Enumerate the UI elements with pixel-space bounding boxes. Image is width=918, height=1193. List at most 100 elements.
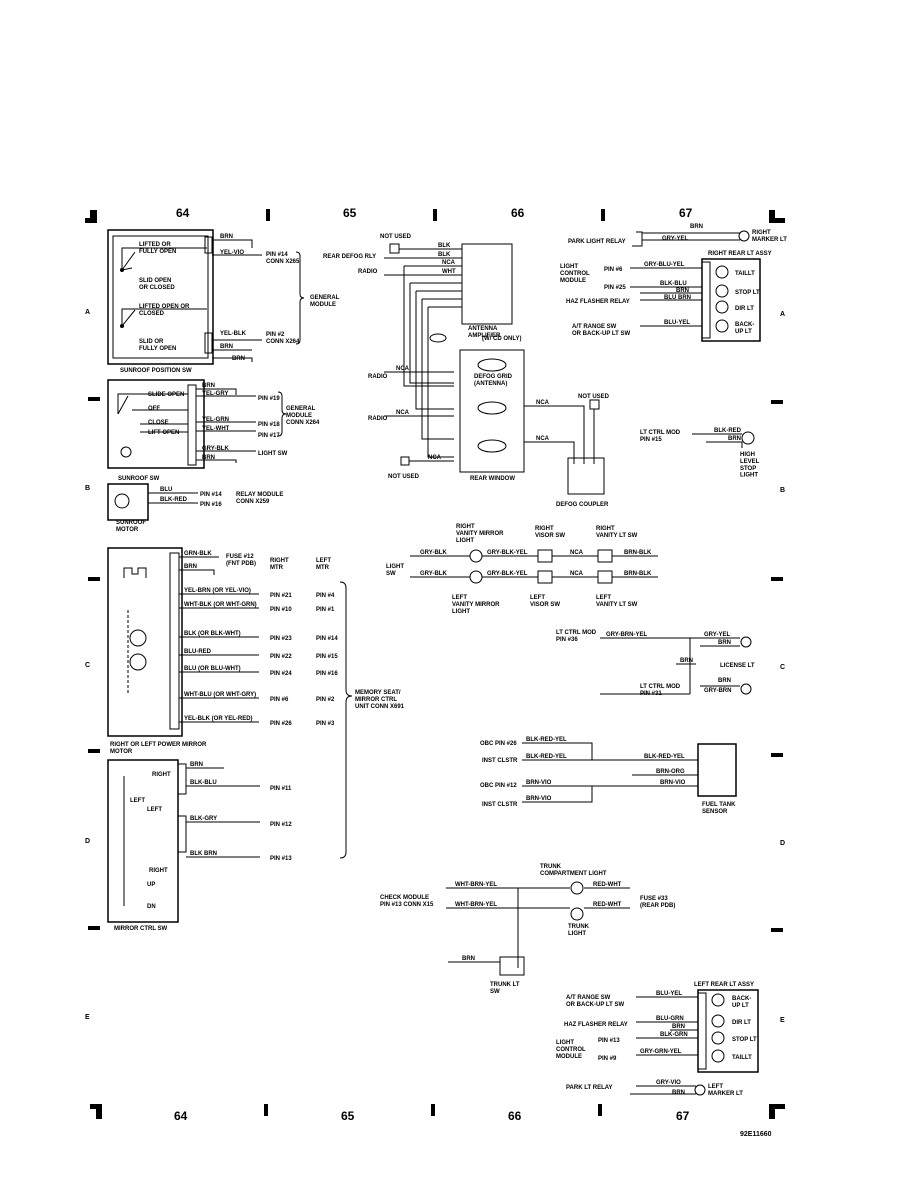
wire-wht: WHT bbox=[442, 269, 456, 275]
haz-flasher-relay-label: HAZ FLASHER RELAY bbox=[564, 1022, 628, 1028]
mirror-motor-box bbox=[107, 547, 183, 737]
obc-pin-12: OBC PIN #12 bbox=[480, 783, 517, 789]
corner-mark-bottom-right bbox=[769, 1104, 785, 1119]
stoplt-lamp bbox=[711, 1031, 725, 1045]
stoplt-label: STOP LT bbox=[735, 290, 760, 296]
wire-nca-5: NCA bbox=[536, 400, 550, 406]
wire-gry-blk-yel-2: GRY-BLK-YEL bbox=[487, 571, 528, 577]
trunk-lamp bbox=[570, 907, 584, 921]
left-vanity-lamp bbox=[469, 570, 483, 584]
wire-4: BLU-RED bbox=[184, 649, 212, 655]
wire-brn-vio: BRN-VIO bbox=[526, 780, 552, 786]
wire-brn-3: BRN bbox=[718, 678, 731, 684]
label-dn: DN bbox=[147, 904, 156, 910]
defog-coupler-box bbox=[567, 457, 605, 495]
col-tick-bottom-1 bbox=[264, 1104, 268, 1116]
label-right-2: RIGHT bbox=[149, 868, 168, 874]
switch-pivot bbox=[120, 324, 124, 328]
connector-block bbox=[177, 815, 187, 853]
grid-element bbox=[477, 401, 507, 415]
left-pin-3: PIN #3 bbox=[316, 721, 335, 727]
wires bbox=[123, 767, 260, 906]
right-pin-22: PIN #22 bbox=[270, 654, 292, 660]
brace bbox=[295, 251, 305, 345]
taillt-lamp bbox=[715, 265, 729, 279]
wires bbox=[410, 555, 658, 578]
wires bbox=[632, 231, 740, 247]
dirlt-label: DIR LT bbox=[732, 1020, 751, 1026]
row-label-c-left: C bbox=[85, 662, 90, 669]
wire-yel-gry: YEL-GRY bbox=[202, 391, 228, 397]
inst-clstr: INST CLSTR bbox=[482, 758, 518, 764]
backup-lamp bbox=[715, 319, 729, 333]
wire-brn: BRN bbox=[728, 436, 741, 442]
right-visor-switch bbox=[537, 549, 553, 563]
connector-block bbox=[169, 552, 180, 730]
wire-6: WHT-BLU (OR WHT-GRY) bbox=[184, 692, 256, 698]
col-label-64-top: 64 bbox=[176, 206, 190, 220]
right-vanity-lamp bbox=[469, 549, 483, 563]
connector-block bbox=[701, 261, 711, 339]
label-lift-open: LIFT OPEN bbox=[148, 430, 179, 436]
wire-blu-grn: BLU-GRN bbox=[656, 1016, 684, 1022]
defog-coupler-label: DEFOG COUPLER bbox=[556, 502, 609, 508]
wire-blk-red-yel-3: BLK-RED-YEL bbox=[644, 754, 685, 760]
mirror-motor-icon bbox=[129, 629, 147, 647]
wire-yel-vio: YEL-VIO bbox=[220, 250, 244, 256]
backup-label: BACK-UP LT bbox=[732, 996, 751, 1009]
park-lt-relay-label: PARK LT RELAY bbox=[566, 1085, 613, 1091]
haz-flasher-relay-label: HAZ FLASHER RELAY bbox=[566, 299, 630, 305]
row-label-b-left: B bbox=[85, 485, 90, 492]
wire-brn: BRN bbox=[220, 234, 233, 240]
left-visor-switch bbox=[537, 570, 553, 584]
wire-brn: BRN bbox=[672, 1024, 685, 1030]
col-tick-bottom-2 bbox=[431, 1104, 435, 1116]
grid-element bbox=[477, 358, 507, 372]
antenna-amplifier-box bbox=[461, 243, 513, 325]
not-used-label: NOT USED bbox=[380, 234, 412, 240]
wires bbox=[148, 492, 198, 504]
wire-gry-yel: GRY-YEL bbox=[662, 236, 688, 242]
left-vanity-lt-switch bbox=[597, 570, 613, 584]
grid-element bbox=[477, 439, 507, 453]
sunroof-switch: SLIDE OPEN OFF CLOSE LIFT OPEN SUNROOF S… bbox=[107, 379, 320, 482]
wires bbox=[196, 388, 256, 463]
wire-gry-blu-yel: GRY-BLU-YEL bbox=[644, 262, 685, 268]
sunroof-switch-box bbox=[107, 379, 205, 469]
row-tick-right-1 bbox=[771, 400, 783, 404]
left-marker-lamp bbox=[694, 1084, 706, 1096]
wire-gry-blk: GRY-BLK bbox=[420, 550, 447, 556]
label-right: RIGHT bbox=[152, 772, 171, 778]
motor-symbol bbox=[123, 567, 147, 578]
row-tick-left-4 bbox=[88, 926, 100, 930]
wire-blk-red: BLK-RED bbox=[714, 428, 742, 434]
wire-wht-brn-yel: WHT-BRN-YEL bbox=[455, 882, 497, 888]
not-used-label-3: NOT USED bbox=[578, 394, 610, 400]
row-label-d-right: D bbox=[780, 840, 785, 847]
wires bbox=[384, 266, 454, 458]
row-label-e-left: E bbox=[85, 1014, 90, 1021]
wire-brn-org: BRN-ORG bbox=[656, 769, 685, 775]
row-tick-left-3 bbox=[88, 749, 100, 753]
wire-nca-6: NCA bbox=[536, 436, 550, 442]
col-tick-bottom-3 bbox=[598, 1104, 602, 1116]
